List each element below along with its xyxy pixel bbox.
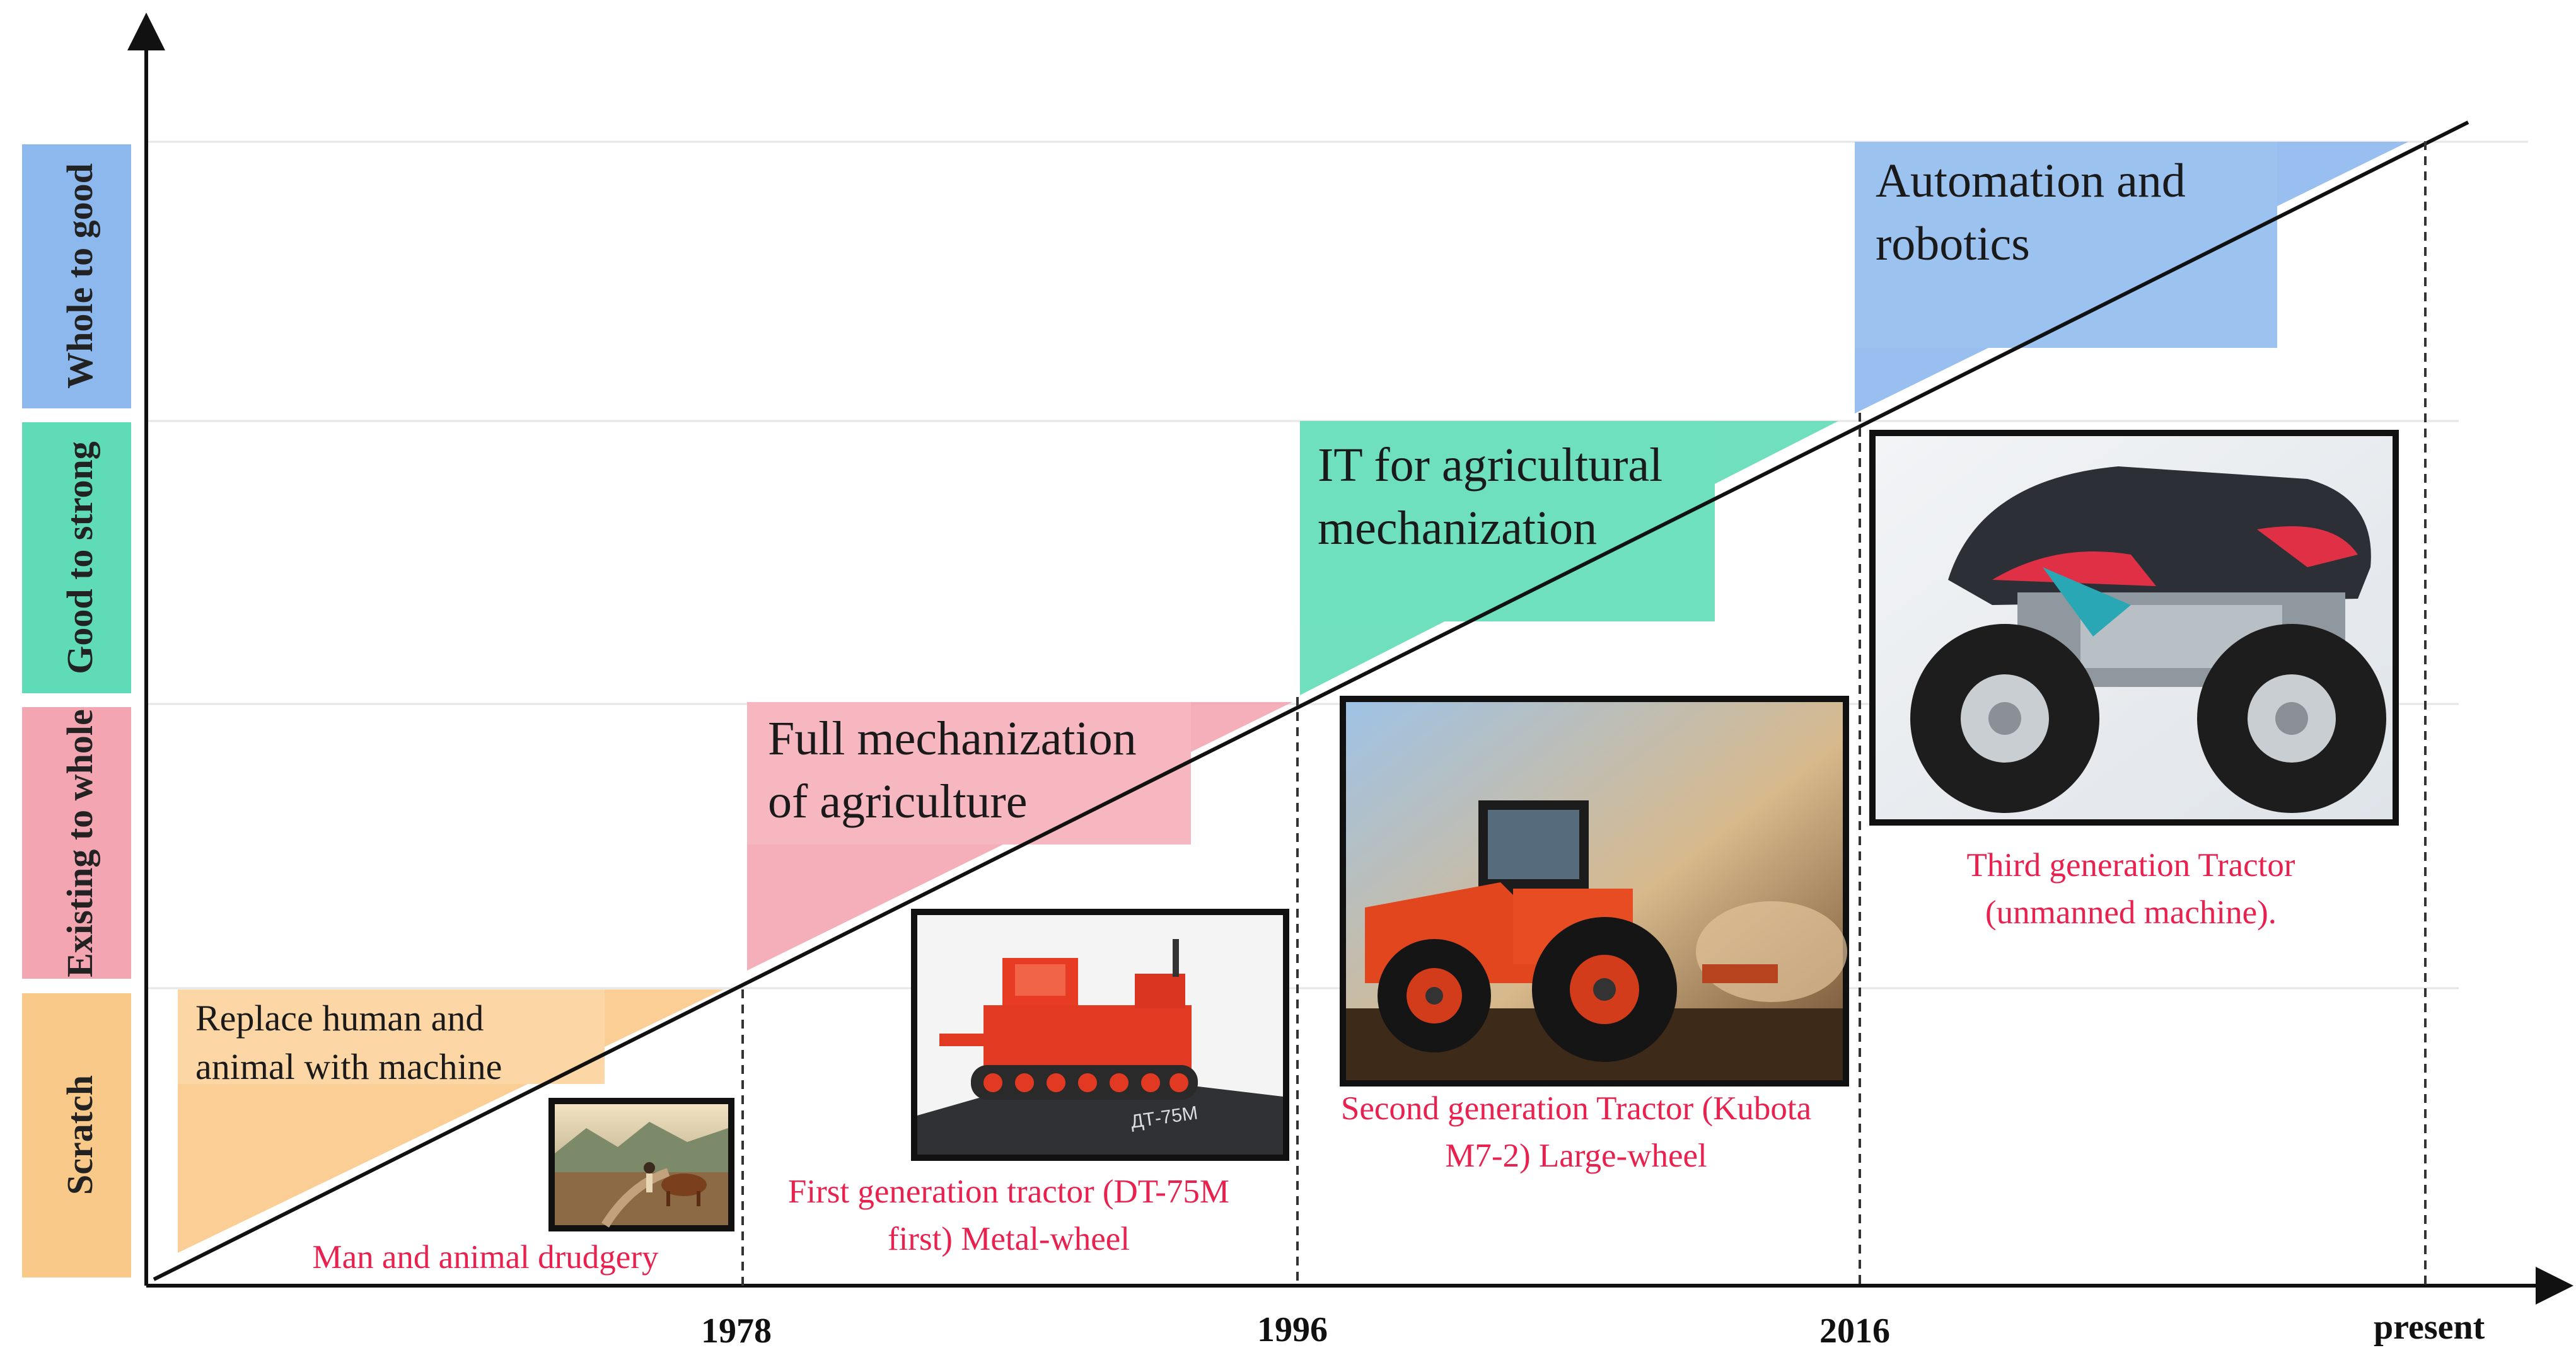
stage-title-full-mechanization: Full mechanization of agriculture bbox=[768, 712, 1137, 829]
stage-title-automation-robotics: Automation and robotics bbox=[1876, 154, 2186, 271]
stage-title-it-agricultural: IT for agricultural mechanization bbox=[1318, 439, 1663, 555]
x-tick-2016: 2016 bbox=[1819, 1311, 1890, 1351]
stage-title-replace-human: Replace human and animal with machine bbox=[195, 998, 502, 1087]
level-box-scratch bbox=[22, 993, 131, 1277]
stage-box-scratch bbox=[178, 989, 605, 1084]
stage-box-existing bbox=[747, 702, 1191, 845]
kubota-m7-2-tractor-photo bbox=[1340, 696, 1849, 1087]
progression-line bbox=[153, 120, 2469, 1281]
caption-third-generation: Third generation Tractor (unmanned machi… bbox=[1966, 847, 2295, 931]
y-label-existing-to-whole: Existing to whole bbox=[59, 709, 100, 977]
level-box-good-to-strong bbox=[22, 422, 131, 693]
caption-second-generation: Second generation Tractor (Kubota M7-2) … bbox=[1340, 1090, 1812, 1175]
unmanned-tractor-photo bbox=[1869, 430, 2399, 826]
level-box-existing-to-whole bbox=[22, 707, 131, 979]
level-box-whole-to-good bbox=[22, 144, 131, 408]
year-markers bbox=[741, 141, 2427, 1286]
dt-75m-tractor-photo: ДТ-75М bbox=[911, 909, 1289, 1161]
x-tick-present: present bbox=[2374, 1308, 2485, 1347]
man-and-animal-photo bbox=[548, 1098, 734, 1231]
caption-first-generation: First generation tractor (DT-75M first) … bbox=[787, 1173, 1230, 1258]
stage-box-whole bbox=[1855, 142, 2277, 348]
y-label-good-to-strong: Good to strong bbox=[59, 441, 100, 674]
y-label-whole-to-good: Whole to good bbox=[59, 163, 100, 389]
x-tick-1996: 1996 bbox=[1257, 1310, 1328, 1349]
caption-man-and-animal: Man and animal drudgery bbox=[312, 1239, 659, 1276]
stage-box-good bbox=[1300, 421, 1715, 621]
y-label-scratch: Scratch bbox=[59, 1075, 100, 1196]
x-tick-1978: 1978 bbox=[701, 1311, 772, 1351]
